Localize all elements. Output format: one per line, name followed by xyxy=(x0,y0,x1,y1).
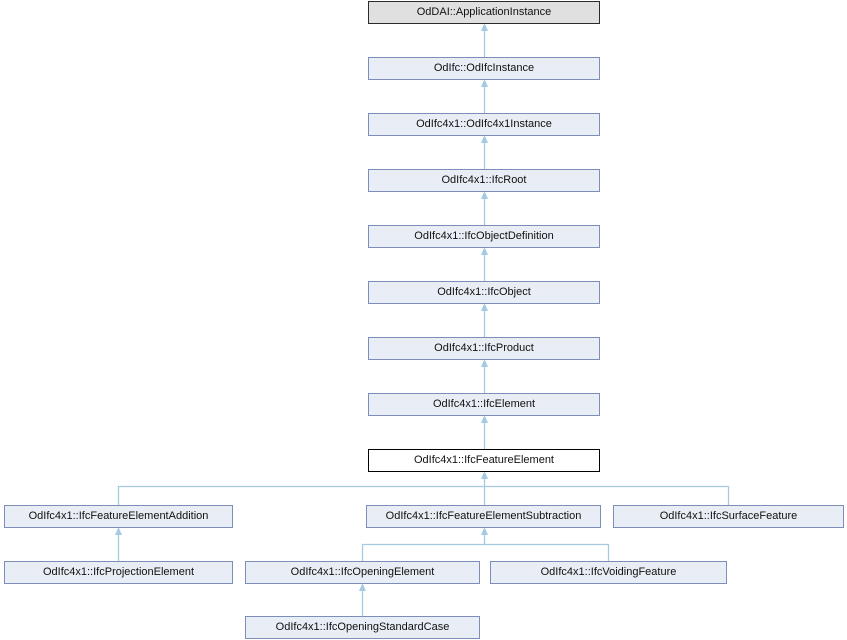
node-odifc4x1-ifcproduct[interactable]: OdIfc4x1::IfcProduct xyxy=(368,337,600,360)
node-odifc4x1-odifc4x1instance[interactable]: OdIfc4x1::OdIfc4x1Instance xyxy=(368,113,600,136)
node-odifc4x1-ifcprojectionelement[interactable]: OdIfc4x1::IfcProjectionElement xyxy=(4,561,233,584)
node-odifc4x1-ifcvoidingfeature[interactable]: OdIfc4x1::IfcVoidingFeature xyxy=(490,561,727,584)
node-odifc4x1-ifcroot[interactable]: OdIfc4x1::IfcRoot xyxy=(368,169,600,192)
node-odifc4x1-ifcfeatureelementaddition[interactable]: OdIfc4x1::IfcFeatureElementAddition xyxy=(4,505,233,528)
node-odifc4x1-ifcopeningstandardcase[interactable]: OdIfc4x1::IfcOpeningStandardCase xyxy=(245,616,480,639)
node-odifc4x1-ifcobject[interactable]: OdIfc4x1::IfcObject xyxy=(368,281,600,304)
node-odifc4x1-ifcfeatureelementsubtraction[interactable]: OdIfc4x1::IfcFeatureElementSubtraction xyxy=(366,505,601,528)
node-odifc4x1-ifcfeatureelement: OdIfc4x1::IfcFeatureElement xyxy=(368,449,600,472)
node-odifc4x1-ifcopeningelement[interactable]: OdIfc4x1::IfcOpeningElement xyxy=(245,561,480,584)
node-oddai-applicationinstance: OdDAI::ApplicationInstance xyxy=(368,1,600,24)
node-odifc-odifcinstance[interactable]: OdIfc::OdIfcInstance xyxy=(368,57,600,80)
node-odifc4x1-ifcelement[interactable]: OdIfc4x1::IfcElement xyxy=(368,393,600,416)
node-odifc4x1-ifcobjectdefinition[interactable]: OdIfc4x1::IfcObjectDefinition xyxy=(368,225,600,248)
node-odifc4x1-ifcsurfacefeature[interactable]: OdIfc4x1::IfcSurfaceFeature xyxy=(613,505,844,528)
